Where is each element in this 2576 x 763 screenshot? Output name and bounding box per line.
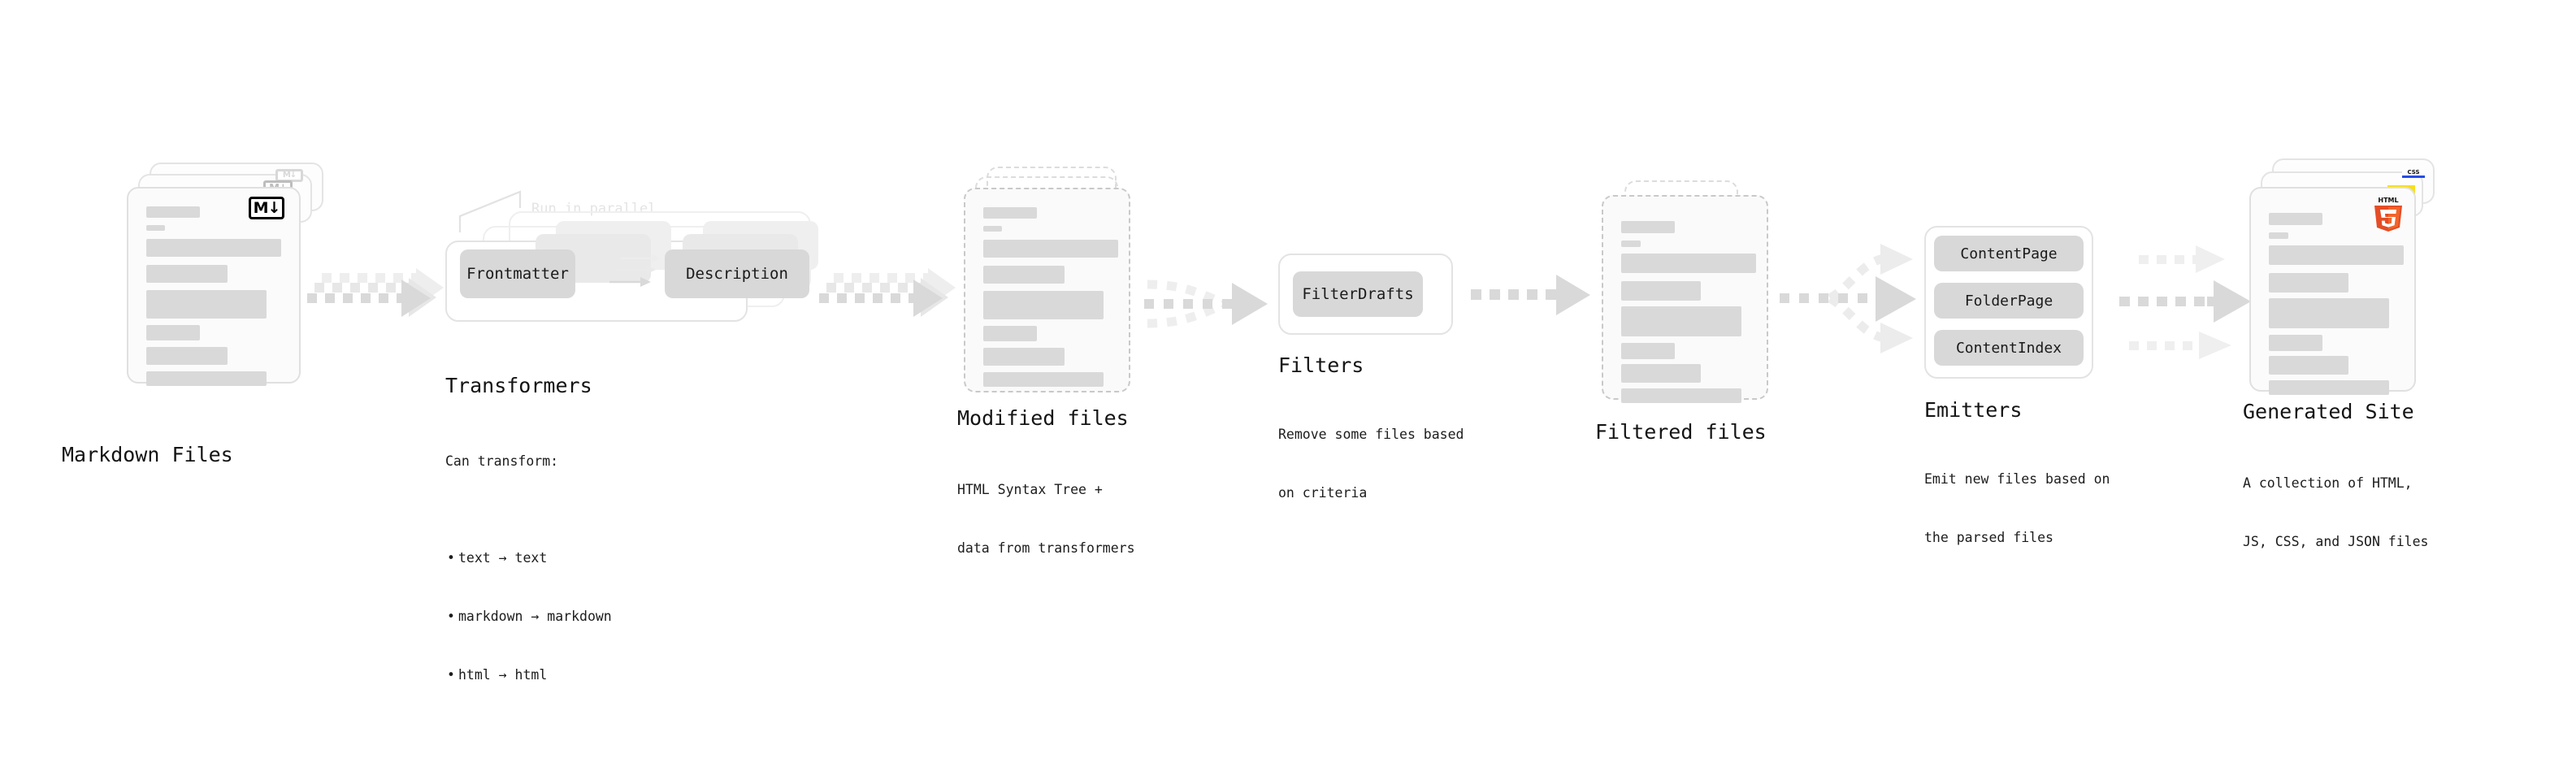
- skeleton-line: [146, 325, 200, 340]
- transformers-bullet: html → html: [447, 665, 612, 685]
- caption-filters: Filters: [1278, 353, 1364, 377]
- site-sub-line: A collection of HTML,: [2243, 475, 2413, 491]
- stage-filtered-files: Filtered files: [1595, 180, 1806, 449]
- markdown-file-stack: M↓ M↓ M↓: [120, 163, 332, 431]
- modified-file-stack: [957, 167, 1144, 392]
- conn-filters-to-filtered: [1471, 275, 1590, 315]
- stage-modified-files: Modified files HTML Syntax Tree + data f…: [957, 167, 1169, 556]
- modified-sub-line: data from transformers: [957, 540, 1135, 556]
- skeleton-line: [1621, 241, 1641, 247]
- transformers-bullet: text → text: [447, 548, 612, 568]
- skeleton-line: [1621, 281, 1701, 301]
- transformers-bullet: markdown → markdown: [447, 607, 612, 626]
- skeleton-line: [146, 371, 267, 386]
- transformers-sub-heading: Can transform:: [445, 453, 559, 469]
- filters-sub-line: Remove some files based: [1278, 426, 1464, 442]
- css-badge: CSS: [2402, 170, 2425, 178]
- skeleton-line: [2269, 298, 2389, 328]
- caption-emitters-sub: Emit new files based on the parsed files: [1924, 431, 2110, 586]
- site-sub-line: JS, CSS, and JSON files: [2243, 533, 2429, 549]
- transformers-bullet-list: text → text markdown → markdown html → h…: [445, 510, 612, 724]
- transformers-chip-frontmatter[interactable]: Frontmatter: [460, 249, 575, 298]
- modified-card-front: [964, 188, 1130, 392]
- skeleton-line: [983, 348, 1065, 366]
- skeleton-line: [146, 206, 200, 218]
- skeleton-line: [2269, 273, 2348, 293]
- caption-transformers-sub: Can transform: text → text markdown → ma…: [445, 413, 612, 763]
- caption-filtered-files: Filtered files: [1595, 420, 1767, 444]
- emitters-chip-contentpage[interactable]: ContentPage: [1934, 236, 2084, 271]
- modified-sub-line: HTML Syntax Tree +: [957, 481, 1103, 497]
- diagram-canvas: M↓ M↓ M↓ Markdown Files: [0, 0, 2576, 681]
- caption-generated-site: Generated Site: [2243, 400, 2414, 423]
- stage-markdown-files: M↓ M↓ M↓ Markdown Files: [62, 163, 332, 466]
- stage-transformers: Run in parallel Frontmatter Description: [445, 187, 835, 685]
- caption-transformers: Transformers: [445, 374, 592, 397]
- skeleton-line: [146, 225, 165, 231]
- skeleton-line: [146, 290, 267, 319]
- caption-filters-sub: Remove some files based on criteria: [1278, 386, 1464, 541]
- skeleton-line: [983, 291, 1104, 319]
- emitters-sub-line: the parsed files: [1924, 529, 2053, 545]
- skeleton-line: [2269, 245, 2404, 265]
- caption-generated-site-sub: A collection of HTML, JS, CSS, and JSON …: [2243, 435, 2428, 590]
- skeleton-line: [146, 239, 281, 257]
- skeleton-line: [1621, 364, 1701, 383]
- generated-site-file-stack: CSS HTML: [2243, 158, 2454, 395]
- skeleton-line: [2269, 213, 2322, 225]
- skeleton-line: [983, 240, 1118, 258]
- skeleton-line: [983, 226, 1002, 232]
- filters-sub-line: on criteria: [1278, 484, 1368, 501]
- stage-filters: FilterDrafts Filters Remove some files b…: [1278, 254, 1490, 501]
- stage-emitters: ContentPage FolderPage ContentIndex Emit…: [1924, 226, 2152, 545]
- skeleton-line: [1621, 306, 1741, 336]
- caption-modified-files: Modified files: [957, 406, 1129, 430]
- markdown-card-front: [127, 187, 301, 386]
- conn-transformers-to-modified: [819, 268, 956, 317]
- skeleton-line: [146, 265, 228, 283]
- emitters-chip-contentindex[interactable]: ContentIndex: [1934, 330, 2084, 366]
- caption-markdown-files: Markdown Files: [62, 443, 233, 466]
- caption-emitters: Emitters: [1924, 398, 2023, 422]
- site-card-front-html: [2249, 187, 2416, 395]
- skeleton-line: [1621, 388, 1741, 403]
- transformers-chip-description[interactable]: Description: [665, 249, 809, 298]
- skeleton-line: [1621, 343, 1675, 359]
- skeleton-line: [2269, 356, 2348, 375]
- skeleton-line: [983, 207, 1037, 219]
- skeleton-line: [983, 326, 1037, 341]
- skeleton-line: [983, 372, 1104, 387]
- filters-chip-filterdrafts[interactable]: FilterDrafts: [1293, 271, 1423, 317]
- filtered-file-stack: [1595, 180, 1782, 403]
- stage-generated-site: CSS HTML Generated Site A co: [2243, 158, 2487, 549]
- skeleton-line: [983, 266, 1065, 284]
- skeleton-line: [146, 347, 228, 365]
- skeleton-line: [2269, 335, 2322, 351]
- skeleton-line: [1621, 221, 1675, 233]
- emitters-sub-line: Emit new files based on: [1924, 470, 2110, 487]
- emitters-chip-folderpage[interactable]: FolderPage: [1934, 283, 2084, 319]
- label-run-in-parallel: Run in parallel: [531, 201, 657, 217]
- caption-modified-files-sub: HTML Syntax Tree + data from transformer…: [957, 441, 1135, 596]
- skeleton-line: [2269, 232, 2288, 239]
- skeleton-line: [1621, 254, 1756, 273]
- filtered-card-front: [1602, 195, 1768, 403]
- markdown-badge: M↓: [249, 197, 284, 219]
- skeleton-line: [2269, 380, 2389, 395]
